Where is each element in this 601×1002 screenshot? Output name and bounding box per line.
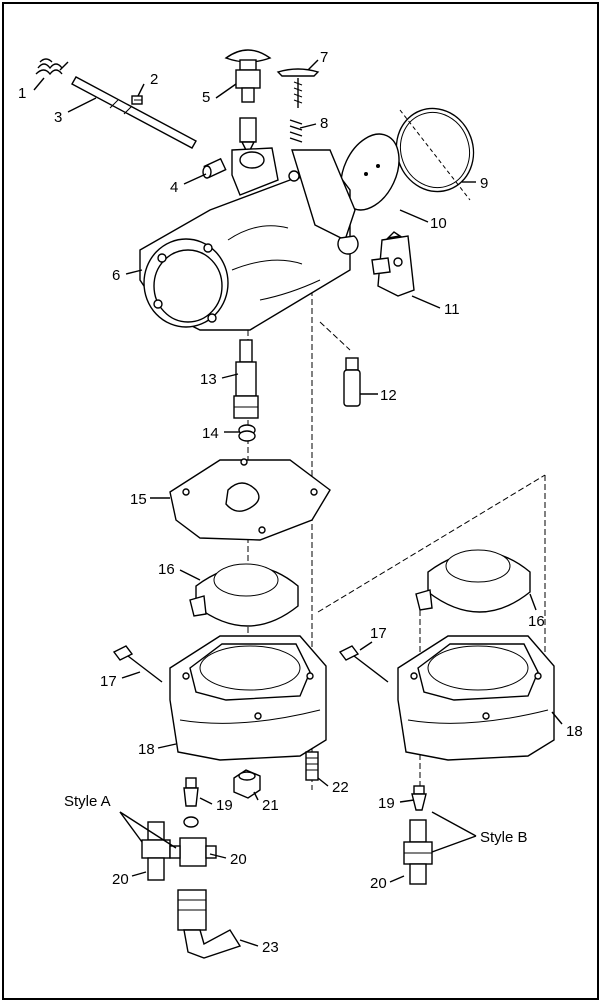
nut-part-21 xyxy=(233,769,261,799)
callout-20-style-a-left: 20 xyxy=(112,871,129,888)
pin-part-17-left xyxy=(112,645,163,683)
style-a-label: Style A xyxy=(64,793,111,810)
callout-20-style-a-right: 20 xyxy=(230,851,247,868)
float-bowl-part-18-left xyxy=(169,635,327,761)
needle-part-5 xyxy=(224,49,272,156)
callout-8: 8 xyxy=(320,115,328,132)
nozzle-part-13 xyxy=(233,339,259,419)
o-ring-inner-edge xyxy=(400,111,470,189)
callout-11: 11 xyxy=(444,301,460,318)
callout-17-right: 17 xyxy=(370,625,387,642)
inlet-fitting-part-20-style-b xyxy=(403,819,433,885)
lever-part-11 xyxy=(371,231,415,297)
callout-10: 10 xyxy=(430,215,447,232)
callout-labels: 1 2 3 4 5 6 7 8 9 10 11 12 13 14 15 16 1… xyxy=(18,49,583,956)
callout-20-style-b: 20 xyxy=(370,875,387,892)
o-ring-part-9 xyxy=(395,107,475,193)
float-part-16-right xyxy=(415,549,531,613)
inlet-needle-part-19-right xyxy=(411,785,427,811)
pin-part-17-right xyxy=(338,645,389,683)
callout-14: 14 xyxy=(202,425,219,442)
callout-19-left: 19 xyxy=(216,797,233,814)
jet-part-12 xyxy=(343,357,361,407)
callout-23: 23 xyxy=(262,939,279,956)
callout-16-left: 16 xyxy=(158,561,175,578)
callout-leaders xyxy=(33,59,563,947)
callout-3: 3 xyxy=(54,109,62,126)
screw-part-22 xyxy=(305,751,319,781)
carburetor-body-part-6 xyxy=(139,147,359,331)
inlet-fitting-part-20-style-a-right xyxy=(169,837,217,867)
gasket-part-15 xyxy=(169,458,331,541)
washer-part-14 xyxy=(238,424,256,442)
callout-7: 7 xyxy=(320,49,328,66)
shaft-part-3 xyxy=(71,76,197,149)
float-bowl-part-18-right xyxy=(397,635,555,761)
callout-16-right: 16 xyxy=(528,613,545,630)
callout-9: 9 xyxy=(480,175,488,192)
callout-2: 2 xyxy=(150,71,158,88)
inlet-fitting-part-20-style-a-left xyxy=(141,821,171,881)
callout-13: 13 xyxy=(200,371,217,388)
spring-part-1 xyxy=(35,58,69,76)
callout-21: 21 xyxy=(262,797,279,814)
callout-19-right: 19 xyxy=(378,795,395,812)
callout-12: 12 xyxy=(380,387,397,404)
screw-part-7 xyxy=(276,68,320,108)
inlet-needle-part-19-left xyxy=(183,777,199,828)
callout-15: 15 xyxy=(130,491,147,508)
elbow-fitting-part-23 xyxy=(177,889,242,959)
callout-5: 5 xyxy=(202,89,210,106)
callout-4: 4 xyxy=(170,179,178,196)
float-part-16-left xyxy=(189,563,299,627)
callout-1: 1 xyxy=(18,85,26,102)
style-b-label: Style B xyxy=(480,829,528,846)
style-leader-lines xyxy=(119,811,477,853)
callout-18-left: 18 xyxy=(138,741,155,758)
callout-18-right: 18 xyxy=(566,723,583,740)
spring-part-8 xyxy=(289,119,303,143)
callout-17-left: 17 xyxy=(100,673,117,690)
screw-part-2 xyxy=(131,95,143,105)
callout-6: 6 xyxy=(112,267,120,284)
bushing-part-4 xyxy=(202,157,227,179)
callout-22: 22 xyxy=(332,779,349,796)
